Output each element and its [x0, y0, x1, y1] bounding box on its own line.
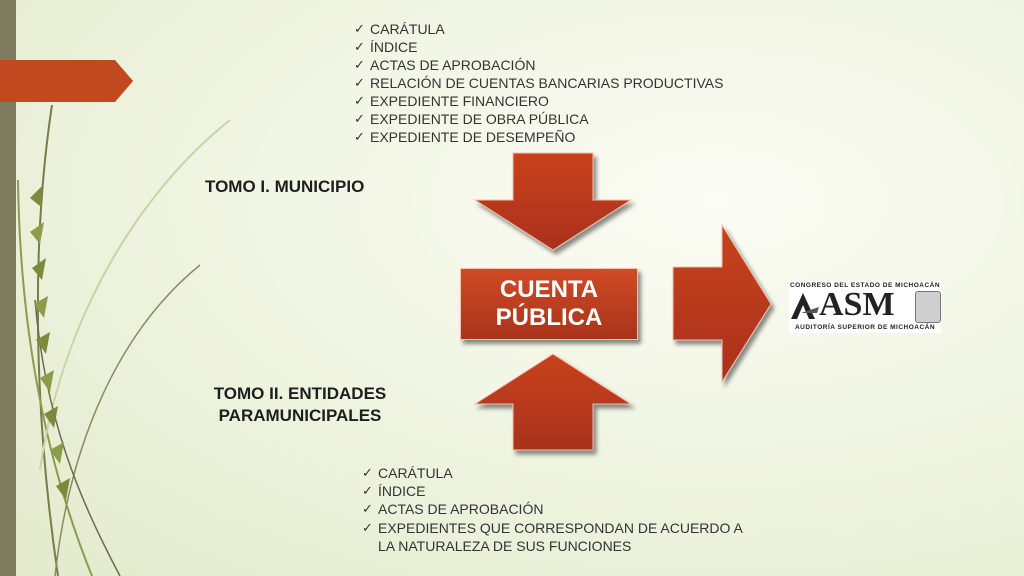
tomo-2-line-1: TOMO II. ENTIDADES — [213, 384, 387, 403]
checklist-item: ACTAS DE APROBACIÓN — [362, 500, 743, 518]
center-line-1: CUENTA — [499, 276, 599, 303]
tomo-1-checklist: CARÁTULA ÍNDICE ACTAS DE APROBACIÓN RELA… — [354, 20, 723, 146]
leaf-fins — [30, 186, 70, 500]
checklist-item: EXPEDIENTE DE OBRA PÚBLICA — [354, 110, 723, 128]
tomo-2-line-2: PARAMUNICIPALES — [218, 406, 382, 425]
asm-logo: CONGRESO DEL ESTADO DE MICHOACÁN ASM AUD… — [789, 281, 941, 333]
arrow-right — [672, 223, 772, 384]
logo-main-text: ASM — [819, 286, 895, 323]
checklist-item: ÍNDICE — [362, 482, 743, 500]
checklist-item: EXPEDIENTES QUE CORRESPONDAN DE ACUERDO … — [362, 519, 743, 537]
center-line-2: PÚBLICA — [495, 304, 603, 331]
checklist-item: ÍNDICE — [354, 38, 723, 56]
tomo-1-heading: TOMO I. MUNICIPIO — [205, 177, 365, 196]
checklist-item: CARÁTULA — [362, 464, 743, 482]
side-tab — [0, 60, 133, 102]
arrow-up — [473, 353, 633, 451]
logo-bottom-text: AUDITORÍA SUPERIOR DE MICHOACÁN — [794, 324, 936, 331]
checklist-item: CARÁTULA — [354, 20, 723, 38]
side-bar — [0, 0, 16, 576]
state-seal-icon — [915, 291, 941, 323]
checklist-item: ACTAS DE APROBACIÓN — [354, 56, 723, 74]
cuenta-publica-box: CUENTA PÚBLICA — [460, 268, 638, 340]
arrow-down — [473, 152, 633, 251]
tomo-2-heading: TOMO II. ENTIDADES PARAMUNICIPALES — [200, 383, 400, 427]
tomo-2-checklist: CARÁTULA ÍNDICE ACTAS DE APROBACIÓN EXPE… — [362, 464, 743, 555]
logo-top-text: CONGRESO DEL ESTADO DE MICHOACÁN — [789, 282, 941, 289]
checklist-item-continuation: LA NATURALEZA DE SUS FUNCIONES — [378, 537, 632, 554]
checklist-item: RELACIÓN DE CUENTAS BANCARIAS PRODUCTIVA… — [354, 74, 723, 92]
decorative-swooshes — [17, 104, 231, 576]
checklist-item: EXPEDIENTE FINANCIERO — [354, 92, 723, 110]
checklist-item: EXPEDIENTE DE DESEMPEÑO — [354, 128, 723, 146]
asm-mark-icon — [791, 293, 819, 319]
